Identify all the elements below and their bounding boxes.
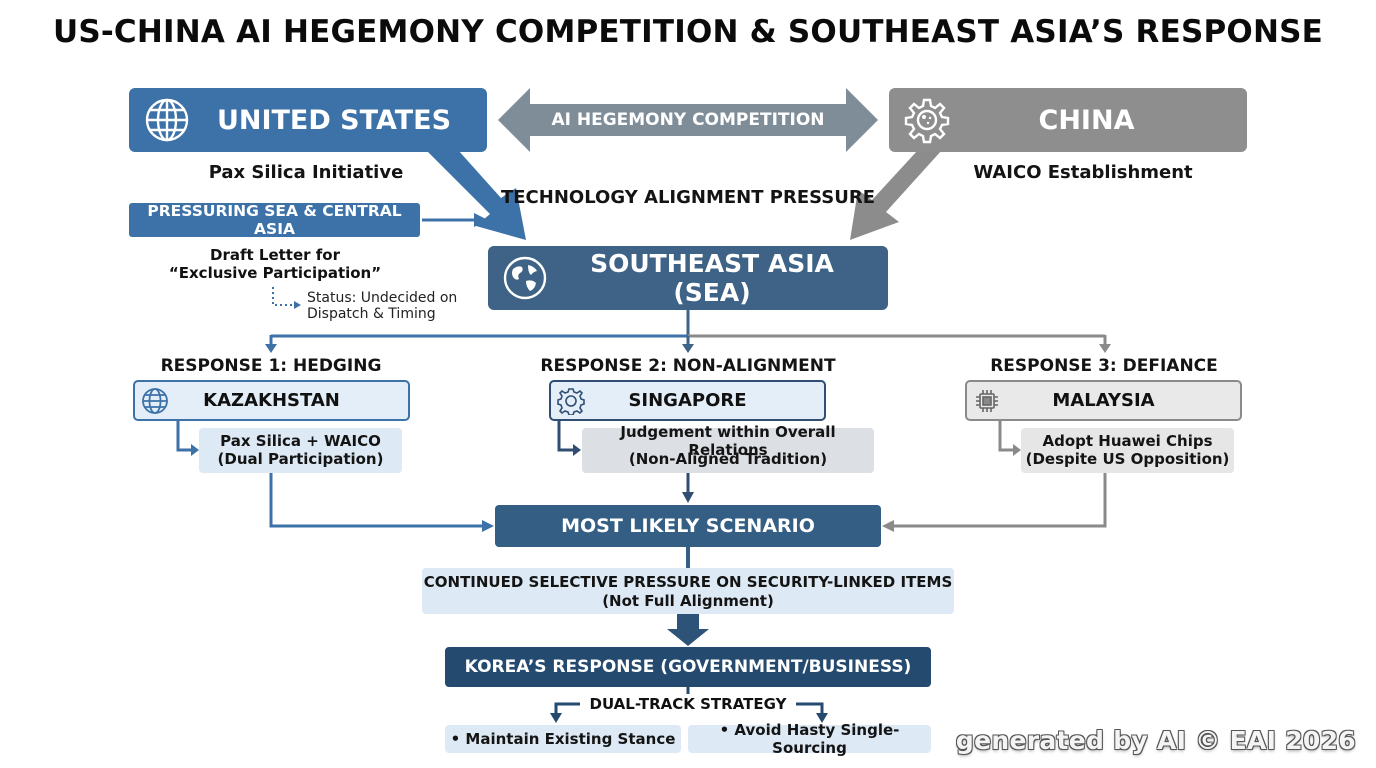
kazakhstan-detail-line2: (Dual Participation) — [217, 450, 384, 468]
singapore-detail: Judgement within Overall Relations (Non-… — [582, 423, 874, 473]
competition-double-arrow — [498, 88, 878, 152]
watermark: generated by AI © EAI 2026 — [955, 726, 1356, 755]
scenario-to-korea-arrow — [667, 614, 709, 646]
kazakhstan-detail: Pax Silica + WAICO (Dual Participation) — [199, 428, 402, 473]
track-right-head — [816, 713, 828, 723]
us-label: UNITED STATES — [216, 104, 452, 136]
draft-line1: Draft Letter for — [210, 245, 340, 264]
page-title: US-CHINA AI HEGEMONY COMPETITION & SOUTH… — [52, 14, 1324, 50]
kazakhstan-box: KAZAKHSTAN — [133, 380, 410, 421]
sg-detail-head — [573, 444, 581, 456]
kz-to-scenario — [269, 473, 484, 528]
china-label: CHINA — [1038, 104, 1135, 136]
malaysia-detail: Adopt Huawei Chips (Despite US Oppositio… — [1021, 428, 1234, 473]
korea-item-2: • Avoid Hasty Single-Sourcing — [688, 721, 931, 757]
branch-left-head — [265, 344, 277, 353]
branch-right-head — [1099, 344, 1111, 353]
competition-label: AI HEGEMONY COMPETITION — [551, 110, 825, 130]
kazakhstan-label: KAZAKHSTAN — [203, 390, 340, 411]
scenario-detail-line1: CONTINUED SELECTIVE PRESSURE ON SECURITY… — [423, 572, 953, 591]
branch-center-head — [682, 344, 694, 353]
sg-to-scenario-head — [682, 492, 694, 503]
us-pressure-arrow — [426, 150, 526, 240]
us-box: UNITED STATES — [129, 88, 487, 152]
status-arrowhead — [294, 301, 301, 309]
kz-detail-connector — [176, 421, 192, 452]
singapore-box: SINGAPORE — [549, 380, 826, 421]
sg-detail-connector — [557, 421, 574, 452]
malaysia-box: MALAYSIA — [965, 380, 1242, 421]
singapore-detail-line1: Judgement within Overall Relations — [620, 423, 836, 459]
response3-title: RESPONSE 3: DEFIANCE — [990, 356, 1218, 376]
kazakhstan-detail-line1: Pax Silica + WAICO — [220, 432, 381, 450]
status-line2: Dispatch & Timing — [307, 306, 436, 322]
track-right — [796, 702, 824, 714]
dual-track-label: DUAL-TRACK STRATEGY — [589, 695, 787, 713]
response2-title: RESPONSE 2: NON-ALIGNMENT — [540, 356, 836, 376]
korea-item-1: • Maintain Existing Stance — [445, 725, 681, 753]
singapore-label: SINGAPORE — [628, 390, 747, 411]
globe-icon — [142, 388, 168, 414]
us-initiative: Pax Silica Initiative — [208, 161, 404, 183]
response1-title: RESPONSE 1: HEDGING — [160, 356, 382, 376]
malaysia-label: MALAYSIA — [1052, 390, 1155, 411]
gear-icon — [557, 388, 585, 415]
pressure-label: TECHNOLOGY ALIGNMENT PRESSURE — [500, 186, 876, 208]
malaysia-detail-line2: (Despite US Opposition) — [1025, 450, 1230, 468]
my-detail-connector — [998, 421, 1014, 452]
chip-icon — [976, 390, 998, 412]
kz-to-scenario-head — [482, 520, 494, 532]
kz-detail-head — [191, 444, 199, 456]
scenario-detail-line2: (Not Full Alignment) — [602, 591, 774, 610]
earth-icon — [503, 256, 547, 300]
china-initiative: WAICO Establishment — [973, 161, 1193, 183]
korea-box: KOREA’S RESPONSE (GOVERNMENT/BUSINESS) — [445, 647, 931, 687]
my-to-scenario — [892, 473, 1107, 528]
sea-box: SOUTHEAST ASIA (SEA) — [488, 246, 888, 310]
globe-icon — [145, 98, 189, 142]
scenario-detail: CONTINUED SELECTIVE PRESSURE ON SECURITY… — [422, 568, 954, 614]
pressuring-box: PRESSURING SEA & CENTRAL ASIA — [129, 202, 420, 238]
china-pressure-arrow — [850, 150, 942, 240]
track-left-head — [550, 713, 562, 723]
pressuring-arrowhead — [474, 213, 488, 227]
malaysia-detail-line1: Adopt Huawei Chips — [1042, 432, 1213, 450]
scenario-box: MOST LIKELY SCENARIO — [495, 505, 881, 547]
status-line1: Status: Undecided on — [307, 290, 458, 306]
china-box: CHINA — [889, 88, 1247, 152]
singapore-detail-line2: (Non-Aligned Tradition) — [628, 450, 828, 468]
track-left — [554, 702, 580, 714]
my-to-scenario-head — [882, 520, 894, 532]
gear-icon — [904, 98, 950, 144]
draft-line2: “Exclusive Participation” — [168, 263, 382, 282]
status-dotted-connector — [272, 287, 295, 306]
sea-label: SOUTHEAST ASIA (SEA) — [590, 249, 834, 307]
my-detail-head — [1013, 444, 1021, 456]
